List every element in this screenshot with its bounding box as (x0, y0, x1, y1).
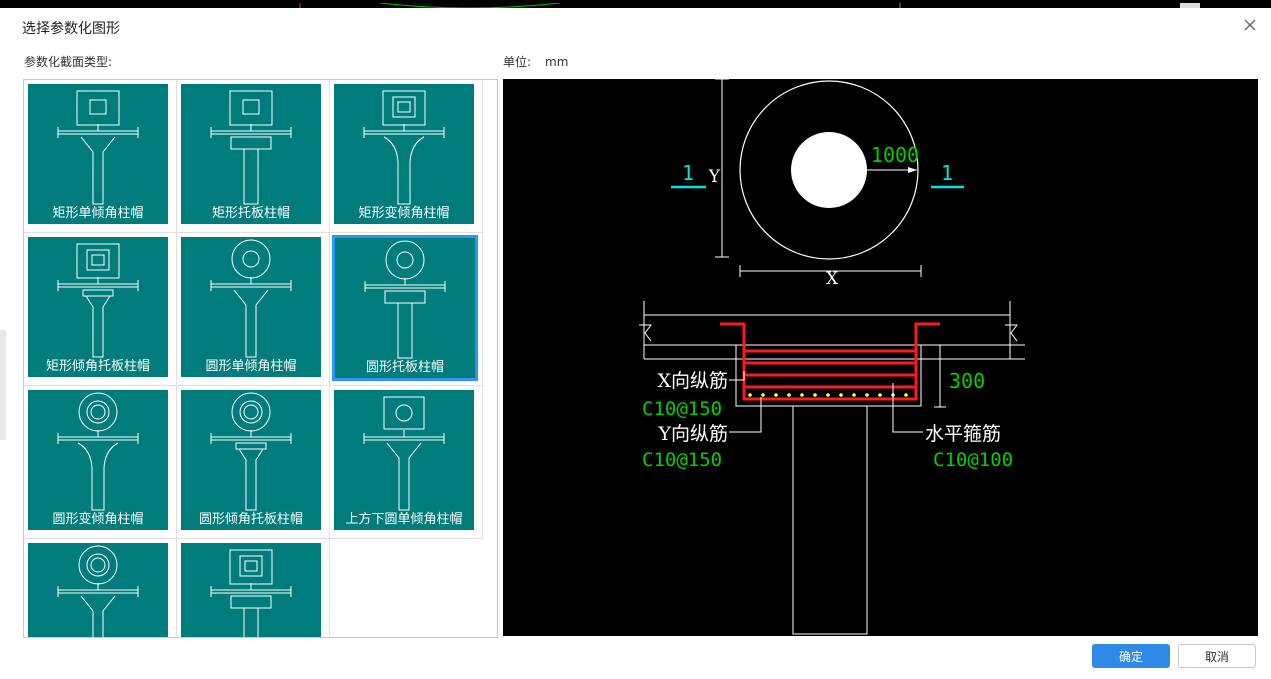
preview-drawing: 1000 Y X 1 1 300 (639, 78, 1025, 635)
dialog-title: 选择参数化图形 (22, 21, 120, 37)
shape-thumbnail-drawing (363, 396, 445, 511)
shape-thumbnail (181, 543, 321, 637)
close-icon[interactable] (1241, 16, 1259, 34)
shape-option[interactable]: 矩形变倾角柱帽 (330, 80, 483, 233)
shape-option-label: 圆形单倾角柱帽 (205, 359, 297, 374)
column-outline (792, 405, 868, 635)
stirrup-label: 水平箍筋 (925, 423, 1001, 445)
shape-thumbnail-drawing (57, 90, 139, 205)
shape-option[interactable]: 矩形单倾角柱帽 (24, 80, 177, 233)
x-dim-label: X (826, 269, 839, 289)
plan-column-circle (791, 132, 867, 208)
dim-radius: 1000 (871, 143, 919, 167)
shape-option[interactable]: 圆形变倾角柱帽 (24, 386, 177, 539)
shape-thumbnail: 圆形托板柱帽 (332, 235, 478, 381)
background-cad-strip (0, 0, 1271, 8)
y-bar-label: Y向纵筋 (657, 423, 728, 445)
plan-cap-outline (739, 80, 919, 260)
shape-option-label: 圆形变倾角柱帽 (52, 512, 144, 527)
shape-thumbnail-drawing (57, 545, 139, 637)
y-dim-label: Y (708, 167, 721, 187)
shape-thumbnail: 圆形单倾角柱帽 (181, 237, 321, 377)
shape-option[interactable]: 圆形单倾角柱帽 (177, 233, 330, 386)
shape-thumbnail: 矩形托板柱帽 (181, 84, 321, 224)
shape-thumbnail: 矩形变倾角柱帽 (334, 84, 474, 224)
y-bar-spec: C10@150 (642, 449, 722, 471)
shape-option[interactable] (24, 539, 177, 637)
shape-preview-canvas: 1000 Y X 1 1 300 (503, 78, 1258, 636)
shape-thumbnail-drawing (363, 90, 445, 205)
x-bar-label: X向纵筋 (657, 370, 728, 392)
shape-option[interactable]: 上方下圆单倾角柱帽 (330, 386, 483, 539)
background-cad-lines (299, 2, 1200, 8)
shape-option[interactable]: 矩形托板柱帽 (177, 80, 330, 233)
shape-thumbnail: 上方下圆单倾角柱帽 (334, 390, 474, 530)
ok-button[interactable]: 确定 (1092, 644, 1170, 668)
stirrup-spec: C10@100 (933, 449, 1013, 471)
shape-option[interactable]: 圆形倾角托板柱帽 (177, 386, 330, 539)
cancel-button[interactable]: 取消 (1178, 644, 1256, 668)
x-bar-spec: C10@150 (642, 398, 722, 420)
section-mark-left: 1 (682, 161, 694, 185)
dim-depth: 300 (949, 369, 985, 393)
shape-option-label: 矩形托板柱帽 (211, 206, 290, 221)
shape-thumbnail: 圆形倾角托板柱帽 (181, 390, 321, 530)
shape-option-label: 圆形倾角托板柱帽 (198, 512, 303, 527)
unit-label: 单位: (503, 55, 532, 69)
rebar-cage (720, 322, 940, 401)
shape-thumbnail-drawing (210, 90, 292, 205)
shape-option[interactable]: 圆形托板柱帽 (330, 233, 483, 386)
section-mark-right: 1 (941, 161, 953, 185)
shape-thumbnail-drawing (57, 392, 139, 511)
shape-option[interactable] (177, 539, 330, 637)
shape-thumbnail: 矩形单倾角柱帽 (28, 84, 168, 224)
shape-grid[interactable]: 矩形单倾角柱帽 矩形托板柱帽 矩形变倾角柱帽矩形倾角托板柱帽 圆形单倾角柱帽 圆形托板柱… (23, 79, 498, 638)
select-parametric-shape-dialog: 选择参数化图形 参数化截面类型: 单位: mm 矩形单倾角柱帽 矩形托板柱帽 矩形变倾… (6, 8, 1271, 679)
shape-thumbnail-drawing (210, 392, 292, 511)
shape-option[interactable]: 矩形倾角托板柱帽 (24, 233, 177, 386)
shape-thumbnail-drawing (364, 240, 446, 359)
unit-label-row: 单位: mm (503, 53, 568, 70)
shape-thumbnail: 矩形倾角托板柱帽 (28, 237, 168, 377)
shape-option-label: 矩形单倾角柱帽 (52, 206, 144, 221)
shape-thumbnail (28, 543, 168, 637)
shape-option-label: 矩形倾角托板柱帽 (45, 359, 150, 374)
shape-thumbnail-drawing (57, 243, 139, 358)
shape-thumbnail: 圆形变倾角柱帽 (28, 390, 168, 530)
shape-option-label: 矩形变倾角柱帽 (358, 206, 450, 221)
shape-option-label: 圆形托板柱帽 (365, 360, 444, 375)
shape-option-label: 上方下圆单倾角柱帽 (345, 512, 463, 527)
shape-thumbnail-drawing (210, 239, 292, 358)
background-window-edge (0, 330, 6, 440)
rebar-dots (748, 393, 908, 397)
section-type-label: 参数化截面类型: (24, 55, 113, 69)
unit-value: mm (545, 55, 569, 69)
shape-thumbnail-drawing (210, 549, 292, 637)
